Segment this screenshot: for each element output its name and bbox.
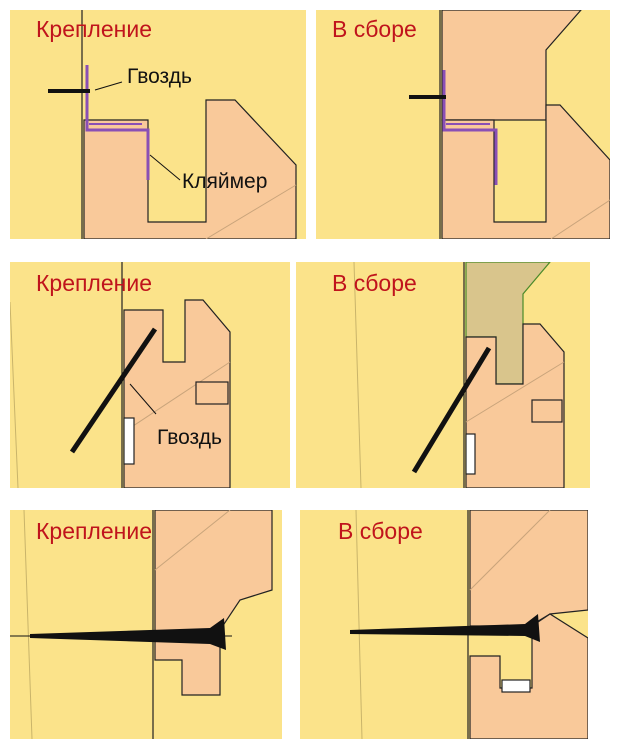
panel-horizontal-nail-mounting: Крепление: [10, 510, 282, 739]
panel-nail-mounting: Крепление Гвоздь: [10, 262, 290, 488]
panel-title: Крепление: [36, 16, 152, 42]
panel-title: Крепление: [36, 518, 152, 544]
board-grain-line: [123, 361, 231, 433]
nail: [350, 614, 540, 642]
board-grain-line: [205, 184, 297, 239]
board: [83, 99, 297, 239]
panel-klaymer-assembled: В сборе: [316, 10, 610, 239]
nail-leader-line: [129, 383, 157, 415]
lower-board: [441, 104, 610, 239]
lower-board: [469, 613, 588, 739]
panel-horizontal-nail-assembled: В сборе: [300, 510, 588, 739]
panel-nail-assembled: В сборе: [296, 262, 590, 488]
nail-label: Гвоздь: [127, 65, 192, 88]
klaymer-label: Кляймер: [182, 170, 268, 193]
klaymer-mounting-diagram: [10, 10, 306, 239]
klaymer-clip: [85, 65, 150, 180]
panel-title: В сборе: [338, 518, 423, 544]
nail-leader-line: [94, 81, 123, 91]
nail: [411, 346, 492, 474]
board-slot: [465, 433, 476, 475]
wall-grain-line: [23, 510, 33, 739]
upper-board: [469, 510, 588, 627]
board: [154, 510, 273, 696]
panel-title: В сборе: [332, 270, 417, 296]
board-slot: [123, 417, 135, 465]
board-grain-line: [550, 199, 610, 239]
nail: [30, 618, 226, 650]
panel-klaymer-mounting: Крепление Гвоздь Кляймер: [10, 10, 306, 239]
panel-title: Крепление: [36, 270, 152, 296]
board-groove: [195, 381, 229, 405]
klaymer-assembled-diagram: [316, 10, 610, 239]
board: [123, 299, 231, 488]
lower-board: [465, 323, 565, 488]
horizontal-nail-mounting-diagram: [10, 510, 282, 739]
nail-mounting-diagram: [10, 262, 290, 488]
nail: [69, 327, 158, 454]
board-grain-line: [469, 510, 551, 591]
nail-assembled-diagram: [296, 262, 590, 488]
klaymer-clip: [442, 70, 498, 185]
board-grain-line: [465, 361, 565, 423]
board-slot: [501, 679, 531, 693]
nail-label: Гвоздь: [157, 426, 222, 449]
wall-grain-line: [353, 262, 362, 488]
klaymer-leader-line: [149, 154, 181, 181]
wall-grain-line: [355, 510, 363, 739]
board-grain-line: [154, 510, 231, 571]
panel-title: В сборе: [332, 16, 417, 42]
upper-board: [441, 10, 582, 121]
horizontal-nail-assembled-diagram: [300, 510, 588, 739]
board-groove: [531, 399, 563, 423]
wall-grain-line: [10, 301, 19, 488]
